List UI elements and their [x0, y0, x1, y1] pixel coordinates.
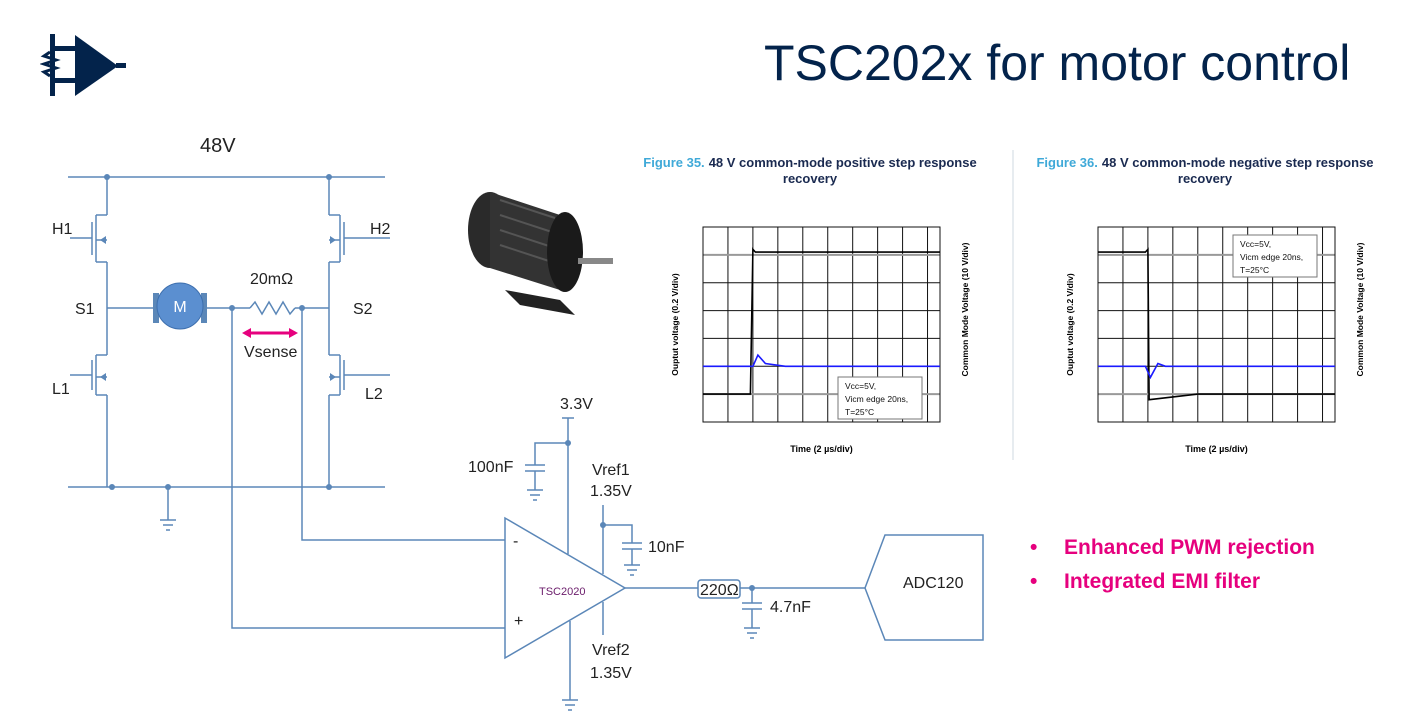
- brand-logo: [40, 34, 126, 96]
- h1-label: H1: [52, 221, 73, 238]
- feature-list: •Enhanced PWM rejection •Integrated EMI …: [1030, 536, 1315, 604]
- vsense-arrow: [242, 328, 298, 338]
- adc-label: ADC120: [903, 575, 964, 592]
- plot-frame: [702, 226, 941, 423]
- figure-35: Figure 35. 48 V common-mode positive step…: [643, 155, 976, 454]
- y-axis-label-right: Common Mode Voltage (10 V/div): [960, 242, 970, 376]
- annotation-text: T=25°C: [845, 407, 874, 417]
- x-axis-label: Time (2 µs/div): [1185, 444, 1248, 454]
- supply-label: 48V: [200, 135, 236, 157]
- svg-text:Figure 36.48 V common-mode neg: Figure 36. 48 V common-mode negative step…: [1036, 155, 1373, 170]
- x-axis-label: Time (2 µs/div): [790, 444, 853, 454]
- vcc-label: 3.3V: [560, 396, 593, 413]
- figure-35-label: Figure 35.: [643, 155, 704, 170]
- bullet-item: •Enhanced PWM rejection: [1030, 536, 1315, 559]
- l2-label: L2: [365, 386, 383, 403]
- filter-resistor-label: 220Ω: [700, 582, 739, 599]
- s2-label: S2: [353, 301, 373, 318]
- figure-title-line2: recovery: [1178, 171, 1233, 186]
- vref1-value: 1.35V: [590, 483, 632, 500]
- plot-frame: [1097, 226, 1336, 423]
- vref1-label: Vref1: [592, 462, 630, 479]
- vsense-label: Vsense: [244, 344, 297, 361]
- y-axis-label-left: Ouptut voltage (0.2 V/div): [670, 273, 680, 376]
- series-line: [703, 353, 940, 368]
- bullet-item: •Integrated EMI filter: [1030, 570, 1261, 593]
- slide-title: TSC202x for motor control: [764, 35, 1351, 91]
- figure-36: Figure 36. 48 V common-mode negative step…: [1036, 155, 1373, 454]
- shunt-label: 20mΩ: [250, 271, 293, 288]
- annotation-text: Vcc=5V,: [845, 381, 876, 391]
- scope-figures: Figure 35. 48 V common-mode positive step…: [643, 150, 1374, 460]
- decoupling-cap-label: 100nF: [468, 459, 514, 476]
- svg-text:M: M: [173, 299, 186, 316]
- annotation-text: T=25°C: [1240, 265, 1269, 275]
- series-line: [1098, 247, 1335, 401]
- motor-photo: [468, 192, 613, 315]
- y-axis-label-right: Common Mode Voltage (10 V/div): [1355, 242, 1365, 376]
- filter-cap-label: 4.7nF: [770, 599, 811, 616]
- amp-plus: +: [514, 613, 523, 630]
- annotation-box: [837, 376, 923, 420]
- annotation-text: Vcc=5V,: [1240, 239, 1271, 249]
- figure-36-label: Figure 36.: [1036, 155, 1097, 170]
- figure-35-title: 48 V common-mode positive step response: [709, 155, 977, 170]
- series-line: [1098, 362, 1335, 380]
- annotation-text: Vicm edge 20ns,: [845, 394, 908, 404]
- amp-label: TSC2020: [539, 586, 585, 598]
- vref2-label: Vref2: [592, 642, 630, 659]
- l1-label: L1: [52, 381, 70, 398]
- motor-symbol: M: [153, 282, 207, 330]
- vref1-cap-label: 10nF: [648, 539, 685, 556]
- figure-36-title: 48 V common-mode negative step response: [1102, 155, 1374, 170]
- figure-title-line2: recovery: [783, 171, 838, 186]
- annotation-text: Vicm edge 20ns,: [1240, 252, 1303, 262]
- motor-control-schematic: M 48V H1 H2 S1 S2 L1 L2 20mΩ Vsense 3.3V…: [52, 135, 984, 711]
- series-line: [703, 247, 940, 395]
- annotation-box: [1232, 234, 1318, 278]
- h2-label: H2: [370, 221, 391, 238]
- amp-minus: -: [513, 533, 518, 550]
- y-axis-label-left: Ouptut voltage (0.2 V/div): [1065, 273, 1075, 376]
- vref2-value: 1.35V: [590, 665, 632, 682]
- s1-label: S1: [75, 301, 95, 318]
- svg-text:Figure 35.48 V common-mode pos: Figure 35. 48 V common-mode positive step…: [643, 155, 976, 170]
